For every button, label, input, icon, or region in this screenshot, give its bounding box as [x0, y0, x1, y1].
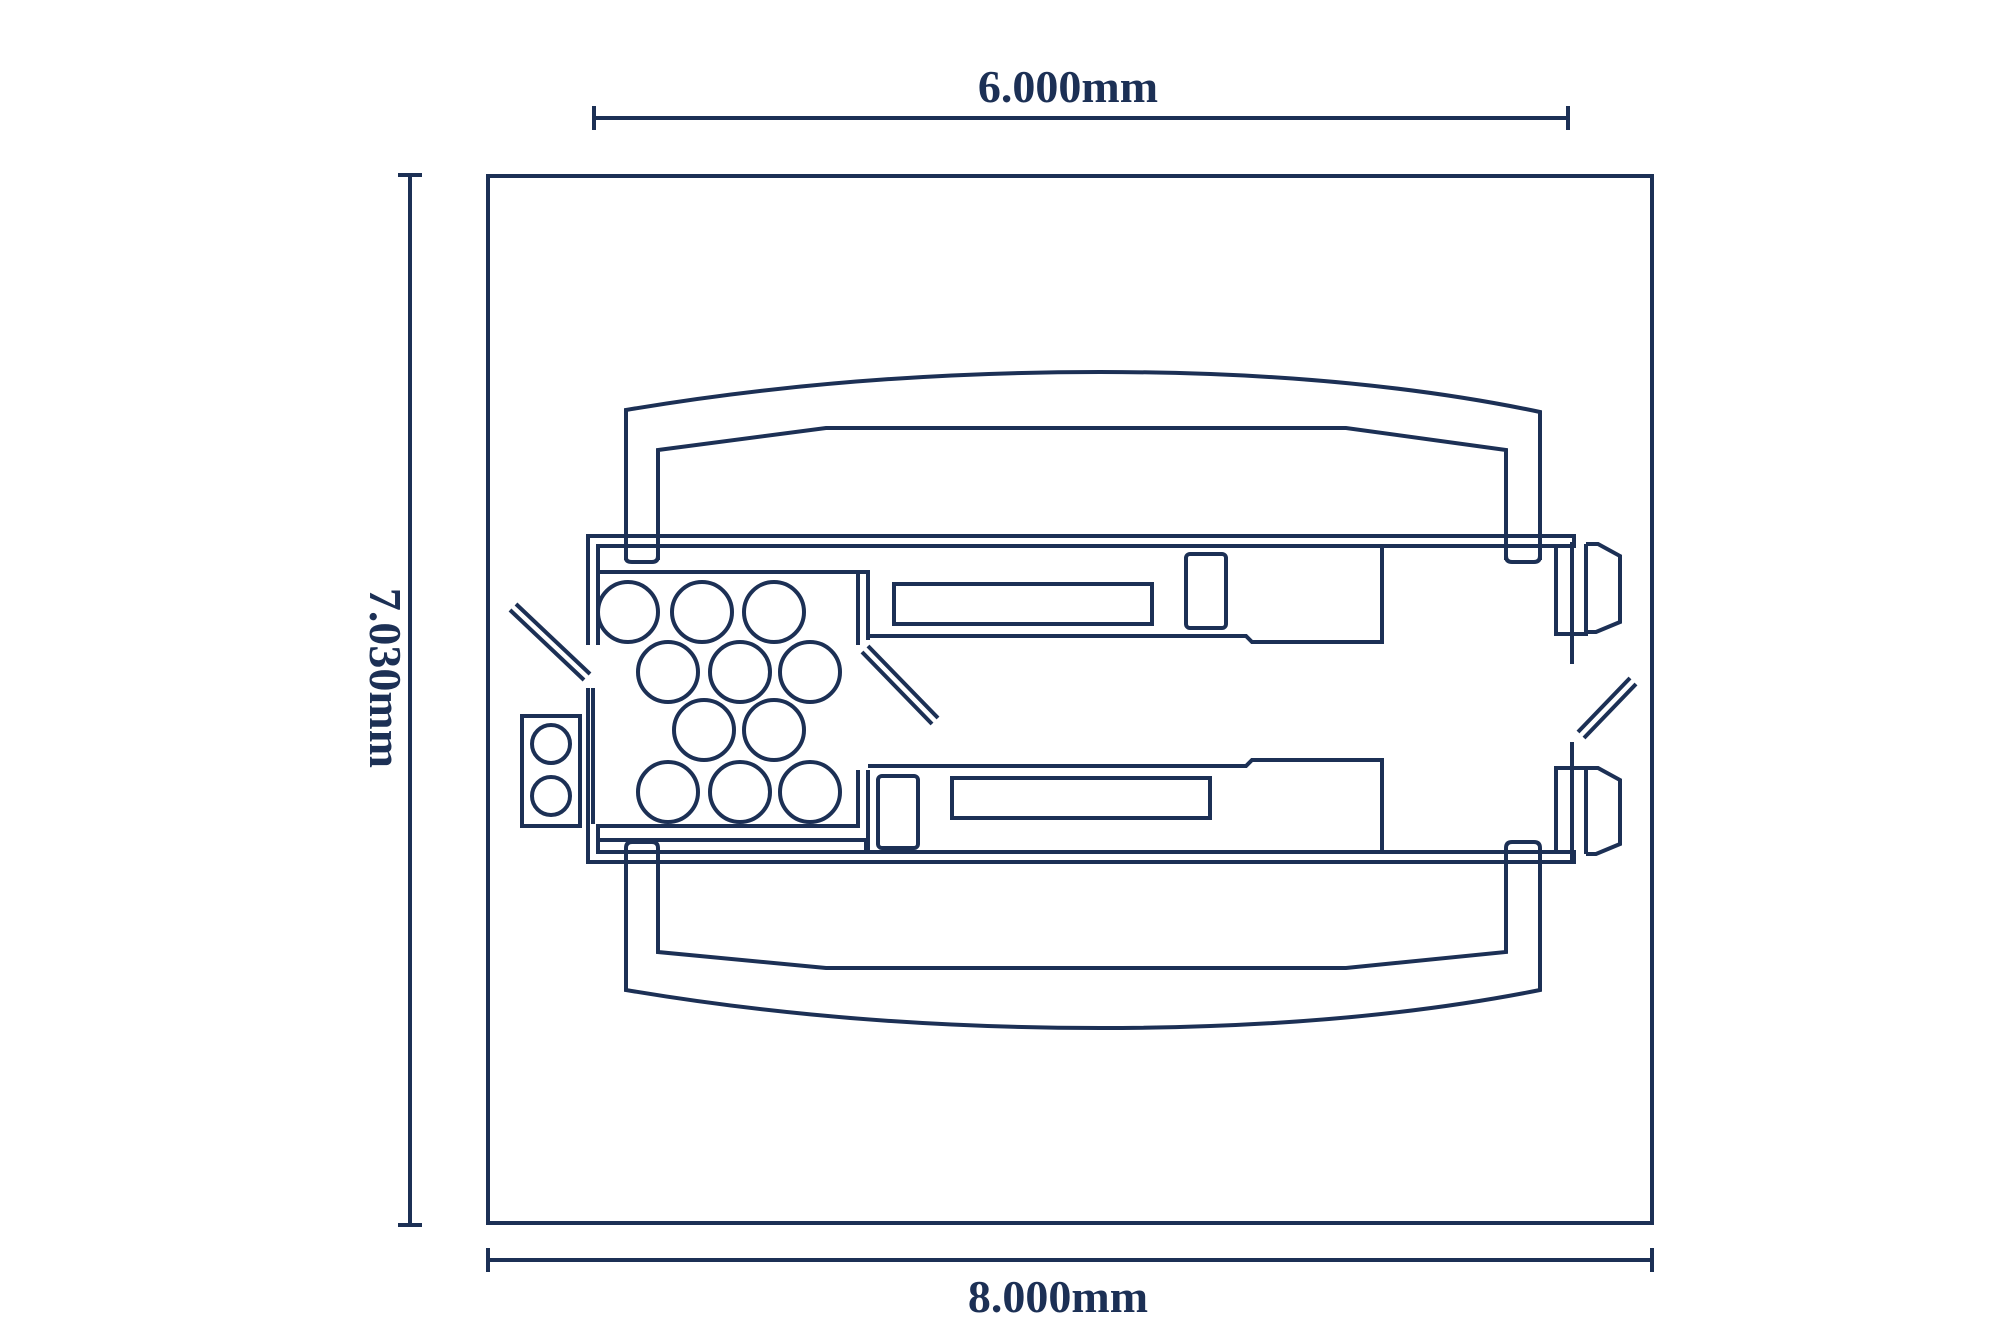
door-left [508, 602, 592, 682]
side-unit-circle [530, 775, 572, 817]
seating-area [596, 580, 842, 824]
door-center [860, 644, 940, 726]
hitch-top [1554, 542, 1622, 636]
seat-circle [636, 760, 700, 824]
shelf-top [892, 582, 1154, 626]
counter-bottom [868, 758, 1384, 854]
side-unit-circle [530, 723, 572, 765]
plot-boundary [486, 174, 1654, 1225]
canopy-top [624, 369, 1542, 560]
seat-circle [596, 580, 660, 644]
door-right [1570, 542, 1638, 862]
trailer-top-wall [586, 534, 1576, 645]
seat-circle [742, 698, 806, 762]
side-unit-box [520, 714, 582, 828]
dimension-bottom: 8.000mm [486, 1248, 1654, 1321]
seat-circle [708, 760, 772, 824]
hitch-bottom [1554, 766, 1622, 856]
sink-top [1184, 552, 1228, 630]
dimension-left: 7.030mm [360, 173, 422, 1227]
sink-bottom [876, 774, 920, 850]
seat-circle [778, 640, 842, 704]
seat-circle [670, 580, 734, 644]
counter-top [868, 544, 1384, 644]
dimension-left-label: 7.030mm [360, 588, 411, 768]
trailer-bottom-wall [586, 688, 1576, 864]
seat-circle [708, 640, 772, 704]
side-unit [520, 714, 582, 828]
seat-circle [742, 580, 806, 644]
seat-circle [672, 698, 736, 762]
seat-circle [778, 760, 842, 824]
canopy-bottom [624, 850, 1542, 1031]
seat-circle [636, 640, 700, 704]
shelf-bottom [950, 776, 1212, 820]
dimension-top: 6.000mm [592, 61, 1570, 130]
dimension-bottom-label: 8.000mm [968, 1271, 1148, 1321]
dimension-top-label: 6.000mm [978, 61, 1158, 112]
